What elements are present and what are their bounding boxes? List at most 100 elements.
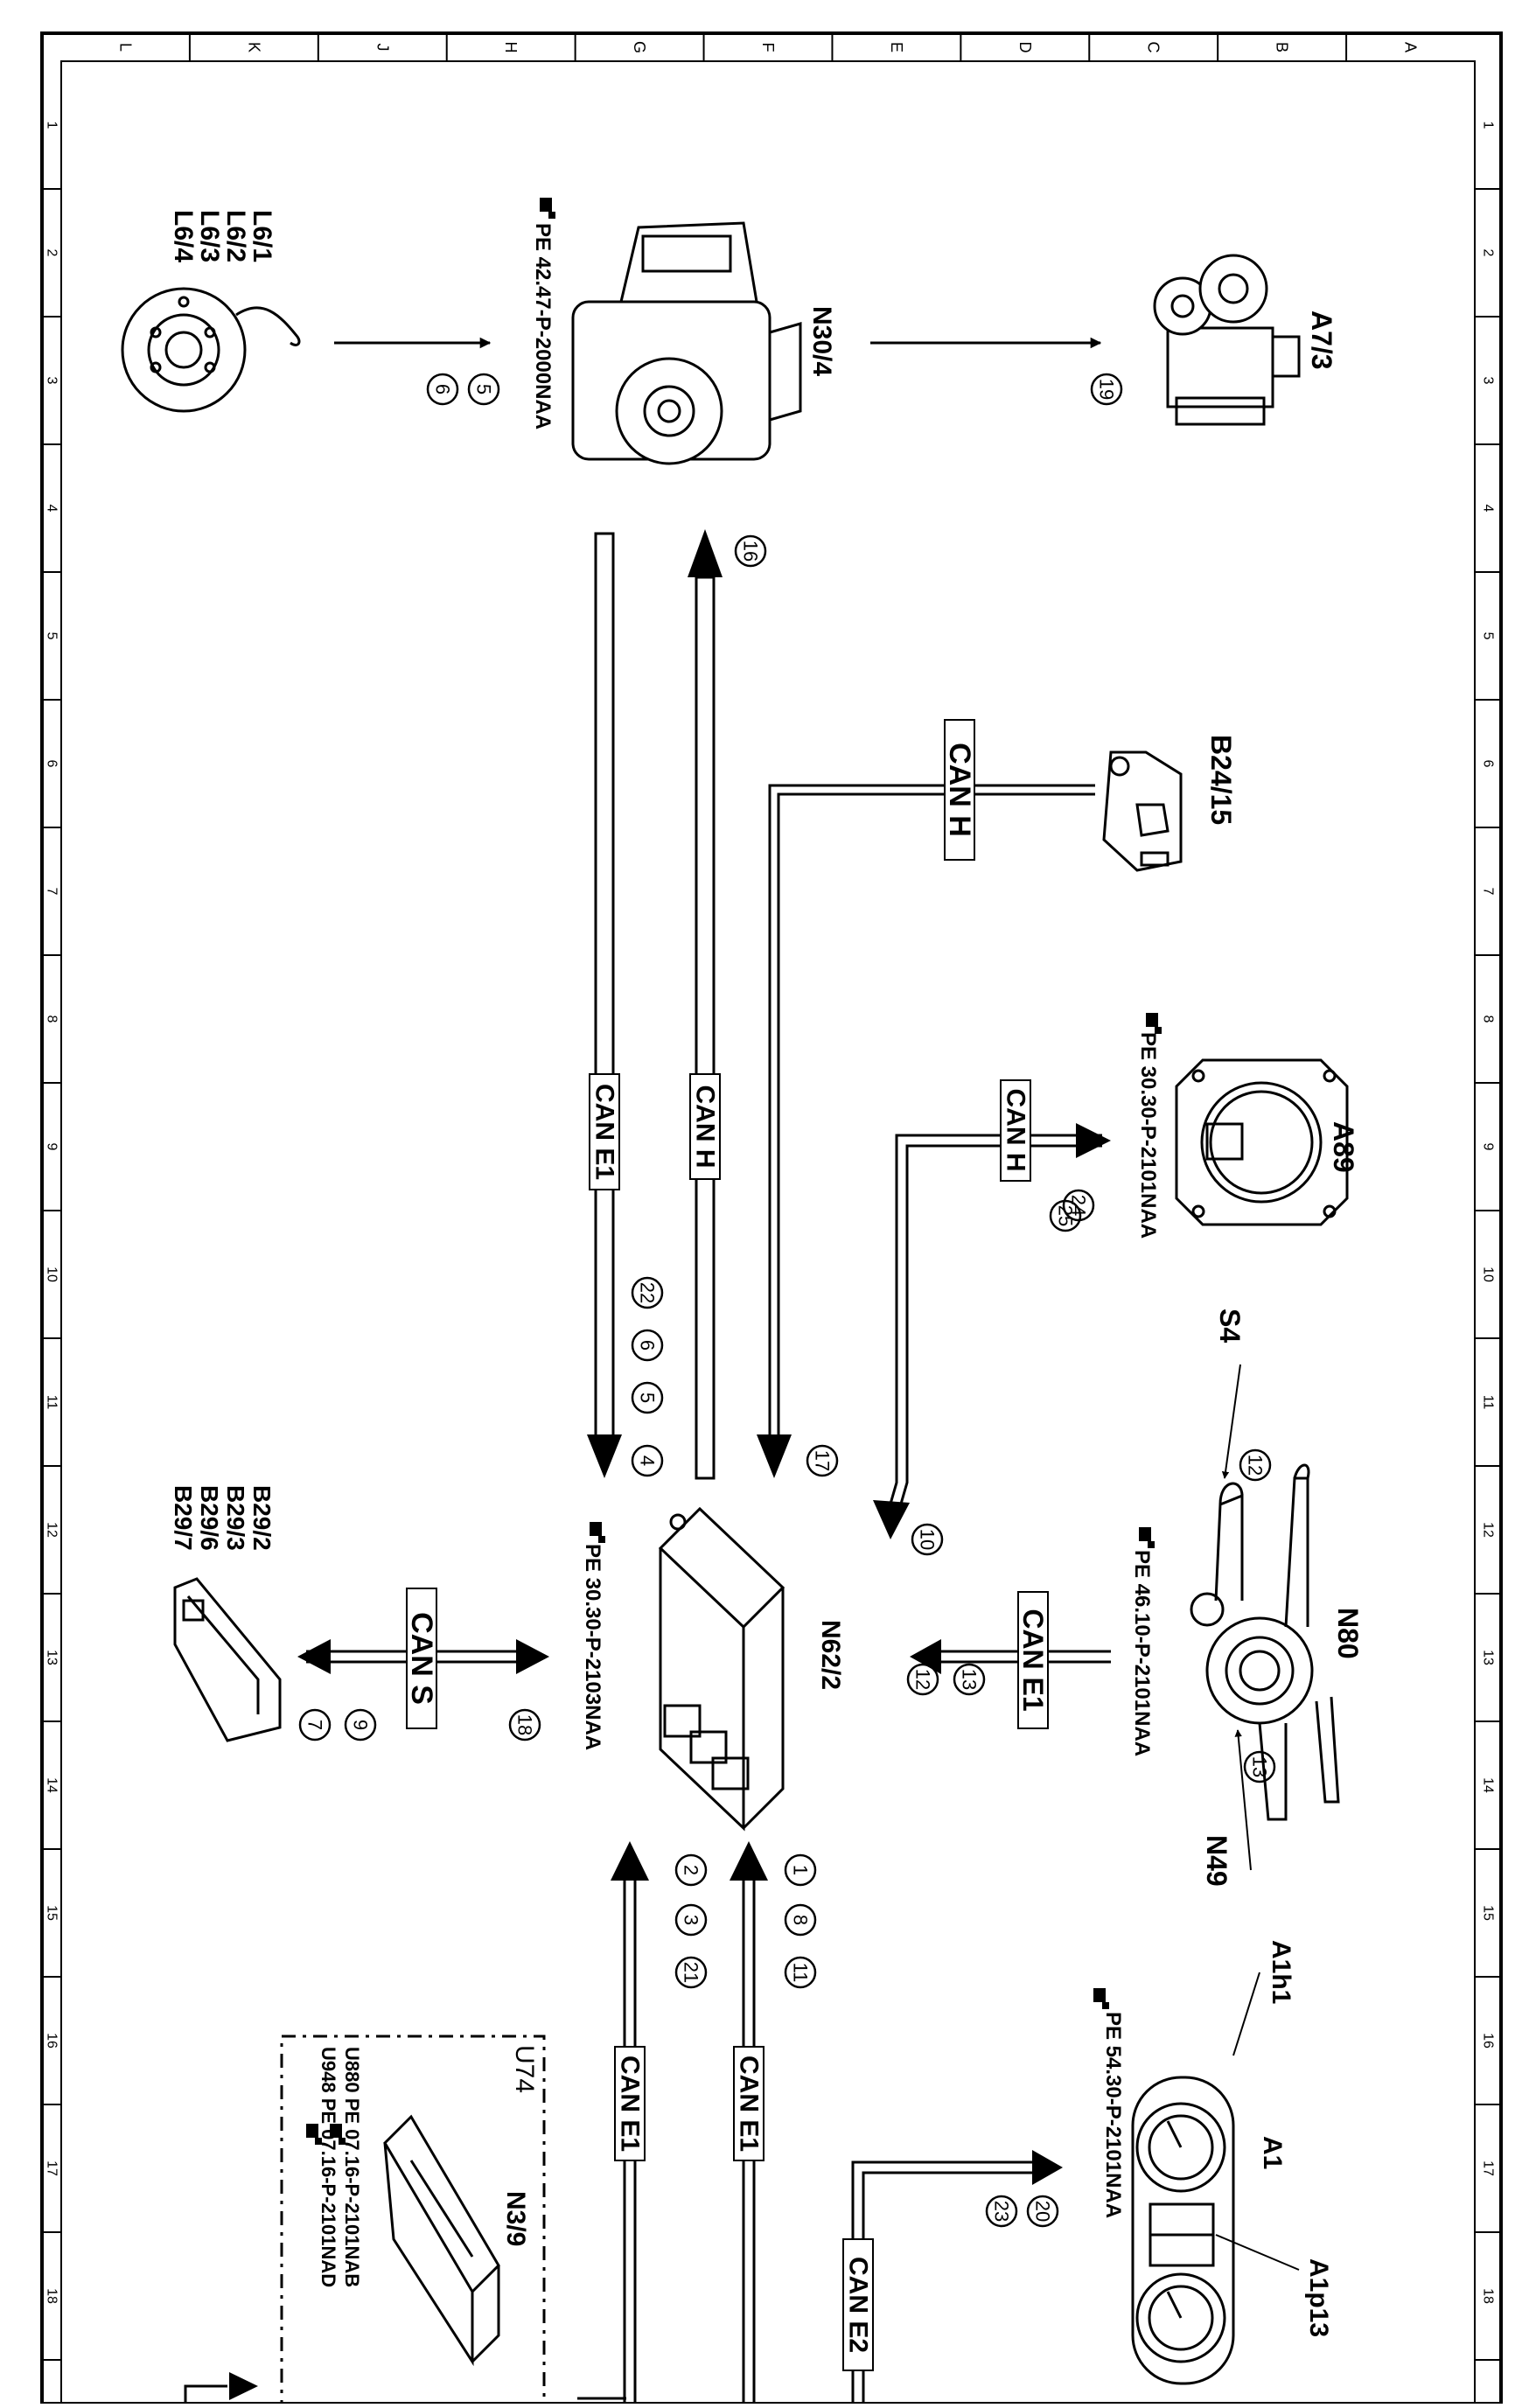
l6-label-4: L6/4 bbox=[169, 210, 198, 262]
callout-13b: 13 bbox=[953, 1663, 986, 1696]
a1p13-leader bbox=[1215, 2234, 1300, 2271]
can-h-arrow-up bbox=[688, 529, 723, 577]
bus-label-text: CAN E2 bbox=[844, 2257, 873, 2353]
row-number: 11 bbox=[45, 1395, 59, 1410]
column-grid-ticks bbox=[188, 33, 1348, 61]
can-e1-arrow-down bbox=[587, 1434, 622, 1478]
callout-22: 22 bbox=[631, 1276, 664, 1309]
callout-text: 19 bbox=[1096, 379, 1118, 400]
row-number: 12 bbox=[45, 1522, 59, 1538]
u74-label: U74 bbox=[510, 2045, 539, 2093]
a89-label: A89 bbox=[1328, 1121, 1359, 1173]
row-number: 11 bbox=[1481, 1395, 1496, 1410]
n30-4-ref: PE 42.47-P-2000NAA bbox=[531, 223, 555, 429]
u74-ref-1: U880 PE 07.16-P-2101NAB bbox=[341, 2047, 363, 2287]
bus-label-text: CAN E1 bbox=[616, 2056, 645, 2152]
bus-labels: CAN E1 CAN H CAN H CAN H CAN E1 CAN S CA… bbox=[405, 719, 1049, 2371]
row-number: 18 bbox=[45, 2288, 59, 2304]
pointing-hand-icon bbox=[540, 198, 555, 219]
a7-3-label: A7/3 bbox=[1306, 311, 1337, 370]
callout-text: 17 bbox=[812, 1450, 834, 1471]
column-letter: J bbox=[374, 44, 391, 52]
row-number: 8 bbox=[1481, 1016, 1496, 1023]
pointing-hand-icon bbox=[306, 2124, 322, 2145]
bus-label-text: CAN H bbox=[943, 743, 976, 837]
can-e2-arrow-right bbox=[1032, 2150, 1063, 2185]
column-letter: K bbox=[245, 42, 262, 52]
callout-text: 12 bbox=[1245, 1455, 1267, 1476]
n62-2-ref: PE 30.30-P-2103NAA bbox=[581, 1544, 604, 1750]
bus-label-text: CAN E1 bbox=[1017, 1609, 1049, 1711]
l6-label-1: L6/1 bbox=[248, 210, 276, 262]
callout-text: 8 bbox=[790, 1915, 812, 1925]
row-number: 6 bbox=[45, 760, 59, 768]
callout-a1-second: 23 bbox=[985, 2195, 1018, 2228]
can-s-arrow-right bbox=[516, 1639, 549, 1674]
a7-3-hydraulic-unit-illustration bbox=[1153, 254, 1301, 426]
u74-ref-2: U948 PE 07.16-P-2101NAD bbox=[318, 2047, 339, 2287]
b29-label-3: B29/6 bbox=[196, 1485, 223, 1551]
bus-label-can-h-a89: CAN H bbox=[1000, 1079, 1031, 1182]
bus-label-can-e1-lower-left: CAN E1 bbox=[614, 2046, 646, 2161]
can-e1-lower-arrow-right bbox=[730, 1841, 768, 1881]
row-number: 13 bbox=[45, 1650, 59, 1665]
pointing-hand-icon bbox=[590, 1522, 605, 1543]
row-number: 1 bbox=[1481, 122, 1496, 129]
column-letter: G bbox=[631, 41, 648, 53]
a89-arrow-down bbox=[873, 1500, 910, 1539]
callout-text: 9 bbox=[350, 1720, 372, 1730]
bus-label-can-e1-n80: CAN E1 bbox=[1017, 1591, 1049, 1729]
row-number: 12 bbox=[1481, 1522, 1496, 1538]
column-letter: A bbox=[1402, 42, 1420, 52]
pointing-hand-icon bbox=[1146, 1013, 1162, 1034]
row-number: 2 bbox=[1481, 249, 1496, 257]
bus-label-text: CAN S bbox=[405, 1612, 438, 1705]
callout-a89-second: 25 bbox=[1049, 1199, 1082, 1232]
column-letter: H bbox=[502, 42, 520, 53]
callout-text: 5 bbox=[473, 384, 495, 394]
row-grid-ticks bbox=[42, 188, 1501, 2361]
row-number: 6 bbox=[1481, 760, 1496, 768]
b24-15-can-h-line bbox=[768, 784, 1095, 1443]
a89-distronic-sensor-illustration bbox=[1175, 1058, 1349, 1226]
callout-4: 4 bbox=[631, 1444, 664, 1477]
bus-label-text: CAN E1 bbox=[735, 2056, 764, 2152]
column-letter: B bbox=[1274, 42, 1291, 52]
callout-2: 2 bbox=[674, 1853, 708, 1887]
row-number: 14 bbox=[1481, 1777, 1496, 1793]
can-e1-lower-arrow-left bbox=[611, 1841, 649, 1881]
bus-label-text: CAN E1 bbox=[590, 1084, 619, 1180]
bottom-partial-arrow bbox=[229, 2372, 258, 2400]
n80-ref: PE 46.10-P-2101NAA bbox=[1130, 1550, 1154, 1756]
callout-10: 10 bbox=[911, 1523, 944, 1556]
n30-4-esp-unit-illustration bbox=[571, 221, 802, 465]
callout-n80: 13 bbox=[1243, 1750, 1276, 1783]
callout-a7-3: 19 bbox=[1090, 373, 1123, 406]
row-number: 9 bbox=[45, 1143, 59, 1151]
callout-text: 20 bbox=[1032, 2201, 1054, 2222]
n80-steering-column-module-illustration bbox=[1190, 1463, 1340, 1821]
s4-leader bbox=[1221, 1364, 1241, 1479]
row-number: 18 bbox=[1481, 2288, 1496, 2304]
callout-text: 2 bbox=[681, 1865, 702, 1875]
callout-9: 9 bbox=[344, 1708, 377, 1741]
row-number: 1 bbox=[45, 122, 59, 129]
b29-label-4: B29/7 bbox=[170, 1485, 197, 1551]
row-number: 5 bbox=[45, 632, 59, 640]
pointing-hand-icon bbox=[1093, 1988, 1109, 2009]
can-h-bus-upper bbox=[695, 576, 716, 1480]
row-number: 2 bbox=[45, 249, 59, 257]
b29-label-1: B29/2 bbox=[248, 1485, 276, 1551]
bus-label-can-e1-lower-right: CAN E1 bbox=[733, 2046, 765, 2161]
callout-text: 6 bbox=[637, 1340, 659, 1351]
callout-text: 5 bbox=[637, 1392, 659, 1403]
callout-a1-first: 20 bbox=[1026, 2195, 1059, 2228]
n62-2-control-unit-illustration bbox=[658, 1506, 785, 1832]
bus-label-can-e1-upper: CAN E1 bbox=[589, 1073, 620, 1190]
callout-11: 11 bbox=[784, 1956, 817, 1989]
b29-parktronic-sensors-illustration bbox=[173, 1577, 282, 1742]
s4-label: S4 bbox=[1214, 1309, 1246, 1343]
n3-9-label: N3/9 bbox=[501, 2191, 530, 2246]
callout-text: 16 bbox=[740, 541, 762, 562]
